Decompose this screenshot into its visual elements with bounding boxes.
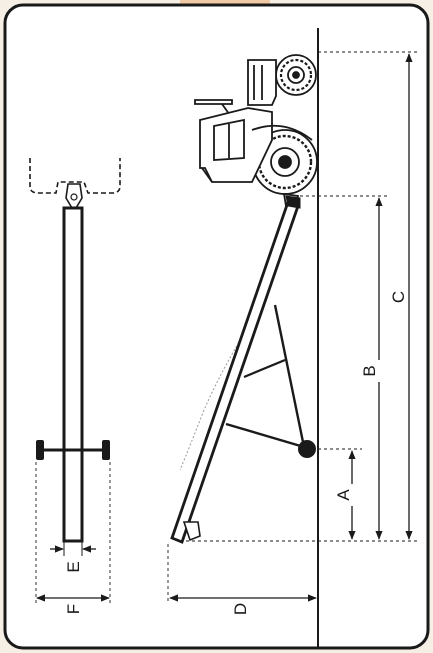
left-wheel (36, 440, 44, 460)
extension-lines (167, 51, 420, 604)
auger-top-view (29, 158, 121, 543)
diagram-panel (3, 3, 430, 650)
hitch-icon (29, 158, 121, 194)
transport-wheel (298, 440, 316, 458)
auger-tube-top (62, 206, 84, 543)
strut-lower (225, 422, 305, 449)
label-b: B (360, 365, 379, 376)
dimension-c: C (388, 53, 413, 540)
dimension-f: F (35, 462, 111, 614)
strut-main (273, 304, 306, 448)
auger-side-view (170, 195, 316, 544)
dimension-b: B (360, 197, 383, 540)
dimension-e: E (50, 542, 96, 573)
transport-outline (179, 311, 259, 471)
label-d: D (231, 603, 250, 615)
intake-hopper (182, 521, 201, 542)
label-a: A (334, 489, 353, 501)
label-f: F (64, 604, 83, 614)
auger-hitch (285, 195, 301, 209)
wheel-axle-icon (36, 440, 110, 460)
tractor-icon (194, 54, 318, 207)
dimension-d: D (169, 594, 317, 615)
strut-cross (243, 358, 286, 379)
label-c: C (389, 291, 408, 303)
right-wheel (102, 440, 110, 460)
dimension-a: A (333, 450, 356, 540)
label-e: E (64, 561, 83, 572)
hitch-pin (70, 193, 78, 201)
